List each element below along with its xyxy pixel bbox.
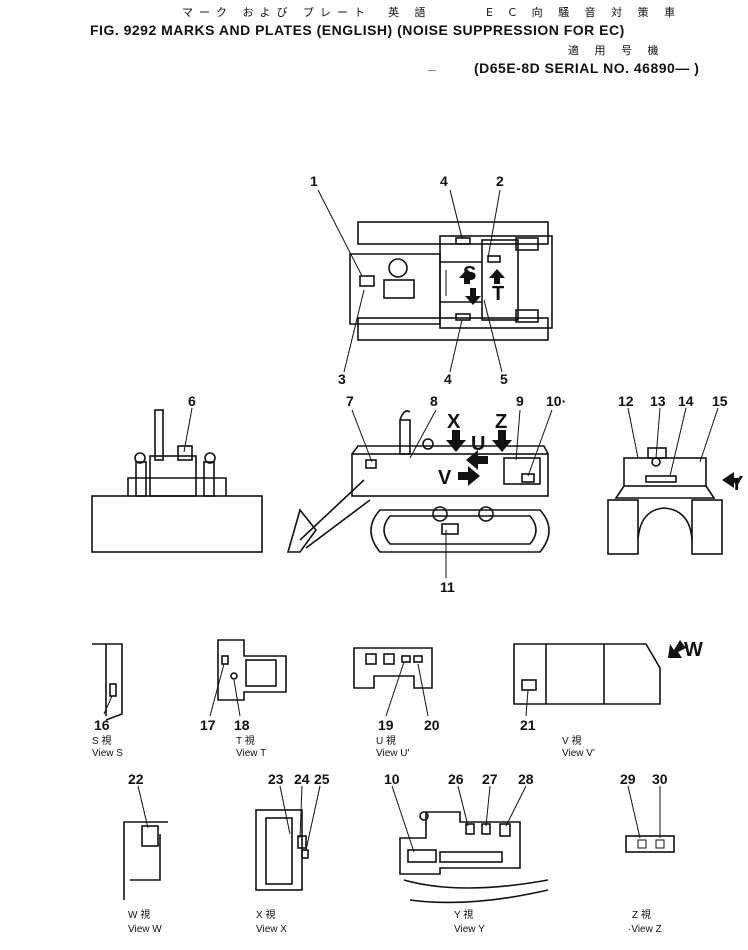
view-u-jp-caption: U 視 bbox=[376, 734, 396, 747]
callout-23: 23 bbox=[268, 771, 284, 787]
view-s-jp-caption: S 視 bbox=[92, 734, 111, 747]
callout-25: 25 bbox=[314, 771, 330, 787]
callout-30: 30 bbox=[652, 771, 668, 787]
callout-20: 20 bbox=[424, 717, 440, 733]
view-y-detail bbox=[391, 785, 549, 904]
view-w-detail bbox=[123, 785, 168, 900]
front-view-machine bbox=[91, 407, 263, 553]
view-w-jp-caption: W 視 bbox=[128, 908, 150, 921]
view-x-jp-caption: X 視 bbox=[256, 908, 275, 921]
view-t-caption: View T bbox=[236, 748, 266, 759]
view-letter-x: X bbox=[447, 411, 461, 433]
callout-18: 18 bbox=[234, 717, 250, 733]
serial-number-line: (D65E-8D SERIAL NO. 46890— ) bbox=[474, 60, 700, 76]
view-v-caption: View V' bbox=[562, 748, 595, 759]
view-z-caption: ·View Z bbox=[628, 924, 662, 935]
header-dash: _ bbox=[428, 56, 437, 72]
callout-27: 27 bbox=[482, 771, 498, 787]
view-v-jp-caption: V 視 bbox=[562, 734, 581, 747]
view-letter-t: T bbox=[492, 283, 504, 305]
rear-view-machine bbox=[607, 407, 740, 555]
figure-title: FIG. 9292 MARKS AND PLATES (ENGLISH) (NO… bbox=[90, 22, 625, 38]
callout-19: 19 bbox=[378, 717, 394, 733]
callout-5: 5 bbox=[500, 371, 508, 387]
callout-26: 26 bbox=[448, 771, 464, 787]
callout-21: 21 bbox=[520, 717, 536, 733]
view-s-caption: View S bbox=[92, 748, 123, 759]
callout-22: 22 bbox=[128, 771, 144, 787]
view-x-detail bbox=[255, 785, 321, 891]
view-t-detail bbox=[209, 639, 287, 717]
header-japanese-title: マーク および プレート 英 語 bbox=[182, 6, 432, 19]
callout-3: 3 bbox=[338, 371, 346, 387]
callout-4-top: 4 bbox=[440, 173, 448, 189]
view-letter-y: Y bbox=[730, 473, 744, 495]
view-z-detail bbox=[625, 785, 675, 853]
callout-24: 24 bbox=[294, 771, 310, 787]
header-japanese-model: 適 用 号 機 bbox=[568, 44, 665, 57]
callout-12: 12 bbox=[618, 393, 634, 409]
callout-11: 11 bbox=[440, 579, 455, 595]
callout-7: 7 bbox=[346, 393, 354, 409]
callout-9: 9 bbox=[516, 393, 524, 409]
callout-15: 15 bbox=[712, 393, 728, 409]
callout-17: 17 bbox=[200, 717, 216, 733]
callout-10-side: 10· bbox=[546, 393, 566, 409]
view-s-detail bbox=[92, 643, 123, 721]
view-letter-w: W bbox=[684, 639, 703, 661]
view-t-jp-caption: T 視 bbox=[236, 734, 255, 747]
callout-4-bottom: 4 bbox=[444, 371, 452, 387]
view-x-caption: View X bbox=[256, 924, 287, 935]
header-japanese-subtitle: E C 向 騒 音 対 策 車 bbox=[486, 6, 682, 19]
view-u-caption: View U' bbox=[376, 748, 409, 759]
view-v-detail bbox=[513, 640, 686, 717]
view-z-jp-caption: Z 視 bbox=[632, 908, 651, 921]
callout-1: 1 bbox=[310, 173, 318, 189]
side-view-machine bbox=[286, 409, 553, 578]
callout-2: 2 bbox=[496, 173, 504, 189]
view-letter-v: V bbox=[438, 467, 452, 489]
callout-13: 13 bbox=[650, 393, 666, 409]
plan-view bbox=[317, 189, 553, 373]
view-letter-z: Z bbox=[495, 411, 507, 433]
callout-10-view-y: 10 bbox=[384, 771, 400, 787]
view-y-jp-caption: Y 視 bbox=[454, 908, 473, 921]
callout-14: 14 bbox=[678, 393, 694, 409]
callout-8: 8 bbox=[430, 393, 438, 409]
callout-6: 6 bbox=[188, 393, 196, 409]
view-y-caption: View Y bbox=[454, 924, 485, 935]
callout-29: 29 bbox=[620, 771, 636, 787]
callout-16: 16 bbox=[94, 717, 110, 733]
view-letter-u: U bbox=[471, 433, 485, 455]
view-w-caption: View W bbox=[128, 924, 162, 935]
callout-28: 28 bbox=[518, 771, 534, 787]
view-letter-s: S bbox=[463, 263, 476, 285]
view-u-detail bbox=[353, 647, 433, 717]
